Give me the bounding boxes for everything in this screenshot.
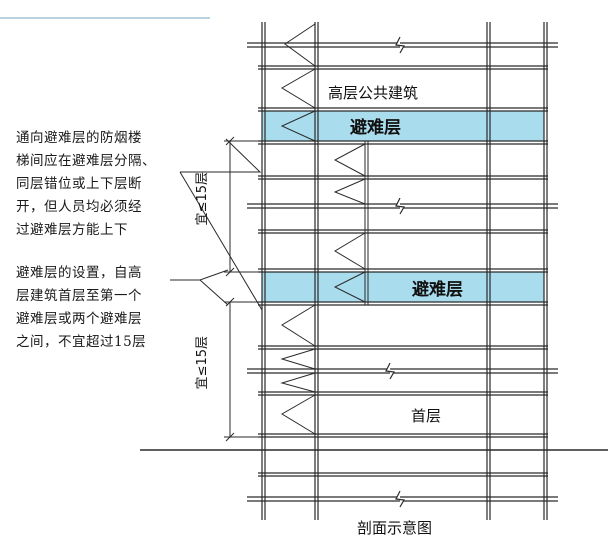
caption: 剖面示意图 xyxy=(357,519,432,537)
note-interval-rule: 避难层的设置，自高 层建筑首层至第一个 避难层或两个避难层 之间，不宜超过15层 xyxy=(16,265,147,350)
note-stair-rule: 通向避难层的防烟楼 梯间应在避难层分隔、 同层错位或上下层断 开，但人员均必须经… xyxy=(16,130,156,238)
refuge-floor-band-lower xyxy=(261,271,545,303)
leader-lines xyxy=(170,138,263,311)
dimension-lines xyxy=(224,136,262,442)
upper-public-building-label: 高层公共建筑 xyxy=(328,84,418,102)
ground-floor-label: 首层 xyxy=(411,407,441,425)
refuge-floor-label-upper: 避难层 xyxy=(350,117,401,138)
break-symbols xyxy=(385,36,405,508)
columns xyxy=(261,22,548,520)
refuge-floor-label-lower: 避难层 xyxy=(412,279,463,300)
dimension-label-lower: 宜≤15层 xyxy=(195,336,210,389)
stair-flights xyxy=(280,23,369,435)
dimension-label-upper: 宜≤15层 xyxy=(195,172,210,225)
